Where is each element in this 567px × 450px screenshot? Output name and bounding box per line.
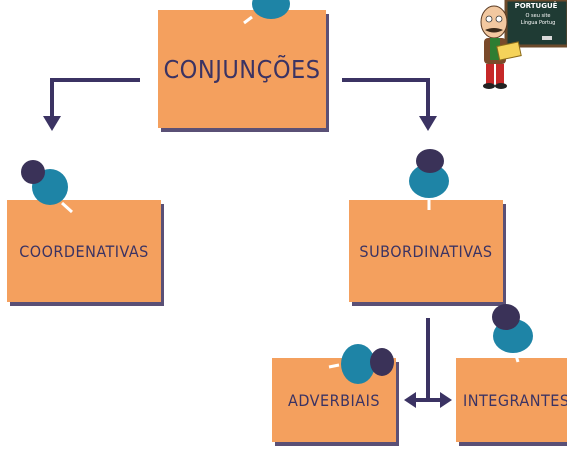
teacher-illustration: PORTUGUÊ O seu site Língua Portug [480, 0, 567, 89]
connector-to-subordinativas [342, 78, 430, 118]
node-conjuncoes-label: CONJUNÇÕES [163, 54, 321, 84]
pin-icon [409, 149, 449, 210]
node-subordinativas-label: SUBORDINATIVAS [359, 241, 493, 261]
node-coordenativas: COORDENATIVAS [7, 200, 161, 302]
arrowhead-subordinativas [419, 116, 437, 131]
pin-icon [243, 0, 290, 25]
pin-icon [21, 160, 74, 214]
node-conjuncoes: CONJUNÇÕES [158, 10, 326, 128]
node-integrantes: INTEGRANTES [456, 358, 567, 442]
board-title: PORTUGUÊ [515, 1, 558, 10]
arrowhead-integrantes [440, 392, 452, 408]
connector-to-coordenativas [50, 78, 140, 118]
pin-icon [328, 344, 394, 384]
board-line-1: O seu site [526, 13, 551, 19]
board-line-2: Língua Portug [521, 19, 556, 26]
arrowhead-coordenativas [43, 116, 61, 131]
node-coordenativas-label: COORDENATIVAS [19, 241, 149, 261]
arrowhead-adverbiais [404, 392, 416, 408]
node-integrantes-label: INTEGRANTES [463, 390, 567, 410]
node-subordinativas: SUBORDINATIVAS [349, 200, 503, 302]
node-adverbiais-label: ADVERBIAIS [288, 390, 380, 410]
pin-icon [492, 304, 533, 363]
mascot-teacher: PORTUGUÊ O seu site Língua Portug [476, 0, 567, 92]
